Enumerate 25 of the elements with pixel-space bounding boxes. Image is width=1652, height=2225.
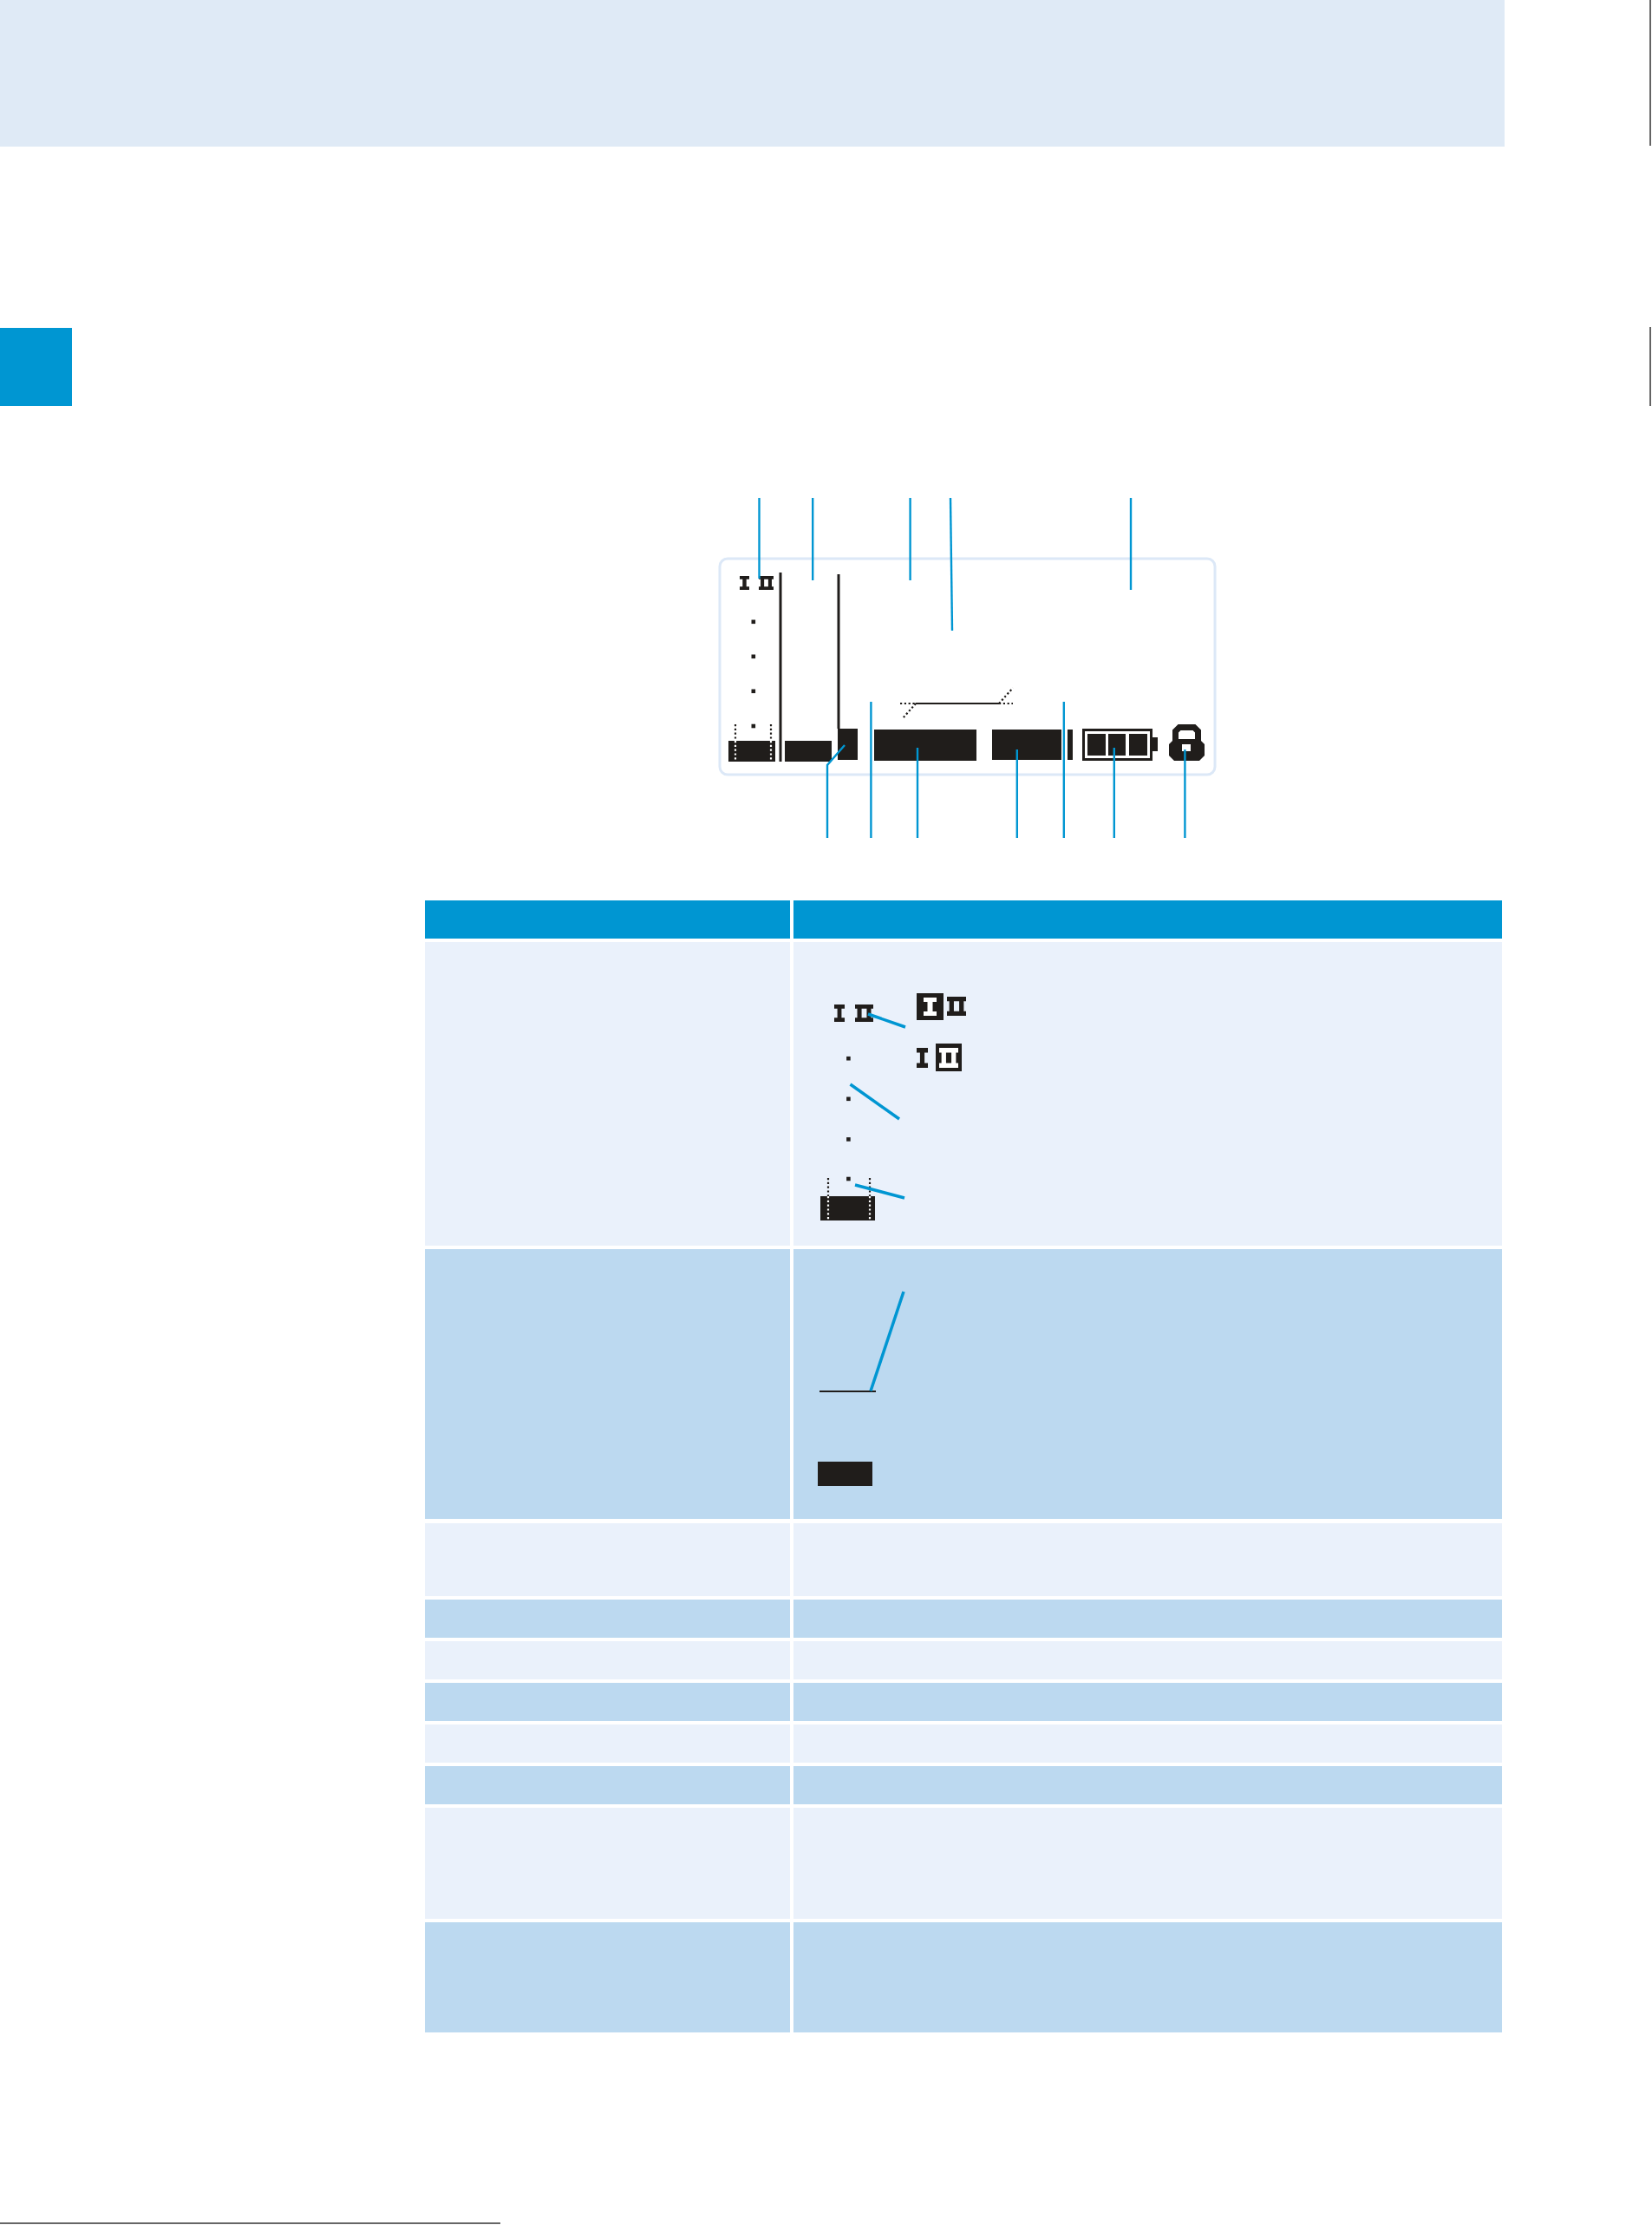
leader-line [867,1012,906,1029]
lock-icon [1169,724,1205,761]
channel-symbol [834,1005,873,1022]
leader-line [854,1183,905,1200]
leader-line [1184,749,1186,838]
display-segment [992,730,1061,760]
display-segment [874,730,976,761]
leader-line [1113,748,1115,838]
level-scale [846,1056,851,1142]
leader-line [1015,749,1018,838]
display-segment [785,741,832,762]
display-segment [1068,730,1073,760]
level-bar [820,1176,875,1222]
leader-line [916,748,919,838]
display-segment [838,729,858,760]
leader-line [758,498,761,579]
battery-icon [1082,729,1158,761]
chapter-tab [0,328,72,406]
leader-line [849,1083,901,1121]
leader-line [826,744,846,838]
leader-line [869,1291,905,1392]
line-symbol [819,1391,876,1392]
channel-symbol [740,576,774,590]
display-frame [718,557,1217,776]
display-segment [818,1462,872,1486]
